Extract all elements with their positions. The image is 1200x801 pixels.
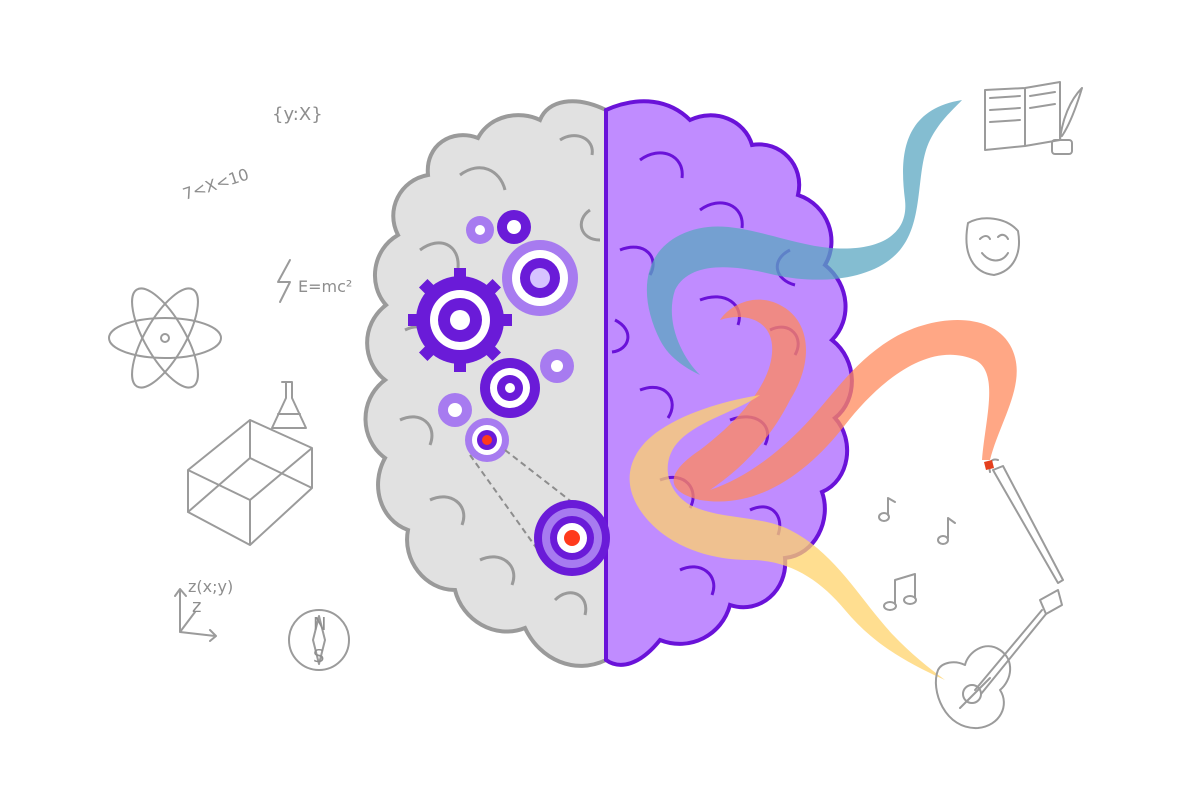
guitar-icon (934, 589, 1063, 730)
gear-medium-dark (480, 358, 540, 418)
inequality-text: 7<X<10 (180, 165, 251, 204)
gears-cluster (408, 210, 610, 576)
gear-large-light (502, 240, 578, 316)
ribbon-yellow (629, 395, 945, 680)
pulley-large (534, 500, 610, 576)
music-note-icon-3 (883, 573, 917, 611)
pulley-belt-1 (469, 454, 546, 561)
axis-top-label: z(x;y) (188, 577, 233, 596)
set-notation-text: {y:X} (272, 104, 323, 125)
atom-icon (108, 287, 222, 389)
music-note-icon-1 (878, 497, 896, 522)
right-doodles (878, 81, 1083, 730)
cube-icon (187, 419, 313, 546)
pulley-small (465, 418, 509, 462)
paintbrush-icon (984, 458, 1064, 584)
axes-icon (174, 588, 217, 642)
compass-north-label: N (313, 614, 326, 635)
music-note-icon-2 (937, 517, 956, 545)
gear-small-top-light (466, 216, 494, 244)
lightning-icon (277, 259, 291, 303)
ribbon-orange (673, 299, 1017, 502)
ribbon-blue (646, 100, 962, 375)
left-doodles: {y:X} 7<X<10 E=mc² z(x;y) z N S (108, 104, 352, 671)
book-icon (984, 81, 1061, 151)
gear-small-left-light (438, 393, 472, 427)
compass-south-label: S (313, 646, 324, 667)
flask-icon (271, 381, 307, 429)
gear-small-right-light (540, 349, 574, 383)
theater-mask-icon (965, 217, 1020, 276)
creative-ribbons (629, 100, 1017, 680)
gear-large-dark (408, 268, 512, 372)
gear-small-top-dark (497, 210, 531, 244)
energy-formula-text: E=mc² (298, 277, 352, 296)
quill-icon (1051, 87, 1083, 155)
axis-side-label: z (192, 596, 201, 617)
compass-icon (288, 609, 350, 671)
